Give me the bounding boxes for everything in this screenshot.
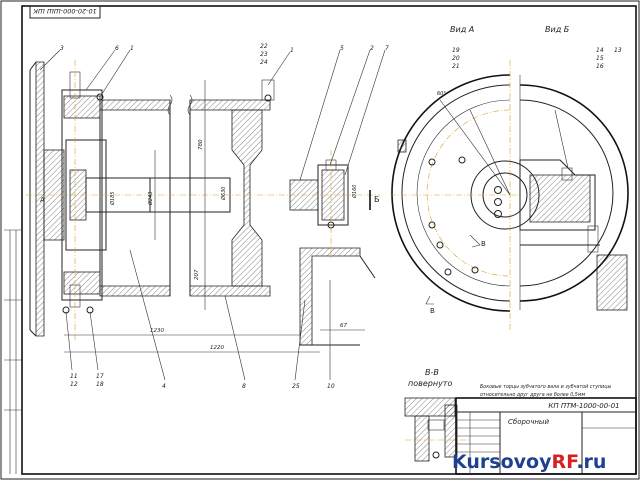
callout-16: 16 (596, 63, 604, 70)
callout-23: 23 (260, 51, 268, 58)
dim-160: Ø160 (351, 185, 358, 199)
dim-drum-width: 780 (198, 139, 204, 150)
cut-label-b: Б (374, 195, 380, 204)
callout-7: 7 (385, 45, 389, 52)
view-b-title: Вид Б (545, 25, 570, 34)
title-block: КП ПТМ-1000-00-01 Сборочный (455, 397, 637, 475)
angle-60: 60° (437, 91, 446, 97)
callouts-bottom: 11 12 17 18 4 8 25 10 (65, 249, 335, 390)
left-flange-plate (35, 61, 45, 337)
callout-15: 15 (596, 55, 604, 62)
dim-67: 67 (340, 323, 347, 329)
note-line-2: относительно друг друга не более 0,5мм (480, 392, 585, 398)
cut-label-v1: В (481, 240, 486, 248)
view-a-drawing: 60° В В (390, 60, 540, 330)
callout-4: 4 (162, 383, 166, 390)
view-a-title: Вид А (450, 25, 474, 34)
inner-frame (21, 5, 637, 475)
callout-13: 13 (614, 47, 622, 54)
cut-label-a: А (40, 196, 45, 204)
note-line-1: Боковые торцы зубчатого вала и зубчатой … (480, 384, 612, 390)
dim-207: 207 (194, 269, 200, 280)
document-code: 10-20-000-ШШ ШК (33, 7, 97, 15)
callout-6: 6 (115, 45, 119, 52)
callout-17: 17 (96, 373, 104, 380)
callout-19: 19 (452, 47, 460, 54)
callouts-top: 3 6 1 22 23 24 1 5 2 7 (39, 43, 389, 181)
dim-630: Ø630 (220, 187, 227, 201)
callout-1: 1 (130, 45, 134, 52)
callout-25: 25 (292, 383, 300, 390)
stamp-code: КП ПТМ-1000-00-01 (548, 402, 619, 410)
watermark-logo: KursovoyRF.ru (452, 451, 606, 473)
stamp-name: Сборочный (508, 418, 549, 426)
section-title: В-В (425, 368, 439, 377)
watermark-brand: KursovoyRF.ru (452, 451, 606, 473)
callout-20: 20 (452, 55, 460, 62)
cut-label-v2: В (430, 307, 435, 315)
callout-22: 22 (260, 43, 268, 50)
dim-length-2: 1220 (210, 345, 224, 351)
dim-243: Ø243 (147, 192, 154, 206)
callout-18: 18 (96, 381, 104, 388)
callout-24: 24 (260, 59, 268, 66)
callout-12: 12 (70, 381, 78, 388)
document-code-box (29, 5, 101, 19)
view-b-drawing (519, 75, 629, 311)
callout-2: 2 (370, 45, 374, 52)
section-subtitle: повернуто (408, 379, 452, 388)
callout-3: 3 (60, 45, 64, 52)
callout-5: 5 (340, 45, 344, 52)
callout-10: 10 (327, 383, 335, 390)
callout-1b: 1 (290, 47, 294, 54)
callout-14: 14 (596, 47, 604, 54)
section-view-drawing (404, 397, 470, 462)
drum-web (231, 109, 263, 287)
dim-overall-length: 1230 (150, 328, 164, 334)
callout-21: 21 (452, 63, 460, 70)
dim-185: Ø185 (109, 192, 116, 206)
callout-8: 8 (242, 383, 246, 390)
callout-11: 11 (70, 373, 78, 380)
